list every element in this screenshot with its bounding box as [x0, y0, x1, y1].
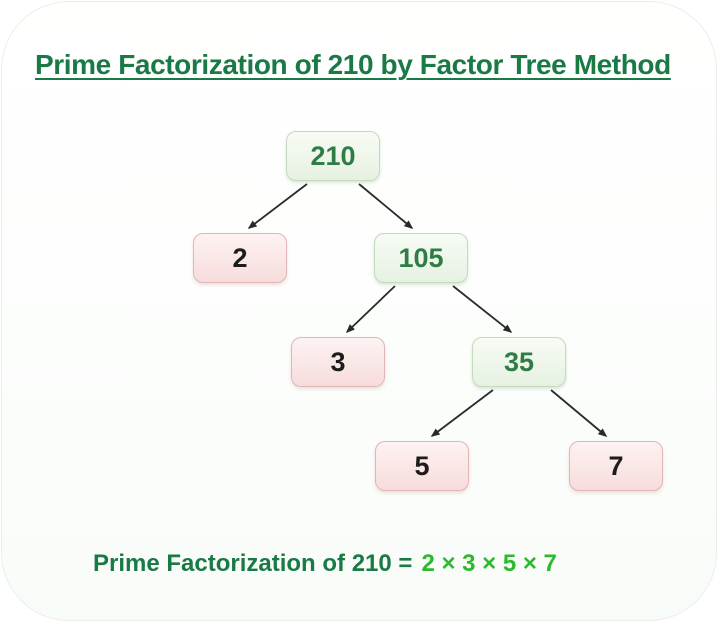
tree-node-210: 210: [286, 131, 380, 181]
edge-35-7: [550, 389, 608, 437]
result-prefix: Prime Factorization of 210 =: [93, 550, 413, 577]
tree-node-3: 3: [291, 337, 385, 387]
edge-210-105: [358, 183, 414, 229]
tree-node-35: 35: [472, 337, 566, 387]
result-formula: Prime Factorization of 210 = 2 × 3 × 5 ×…: [93, 550, 557, 578]
tree-node-2: 2: [193, 233, 287, 283]
tree-node-105: 105: [374, 233, 468, 283]
edge-210-2: [247, 183, 308, 229]
edge-105-35: [452, 285, 513, 333]
edge-105-3: [345, 285, 396, 334]
tree-node-7: 7: [569, 441, 663, 491]
result-factors: 2 × 3 × 5 × 7: [421, 550, 557, 577]
page-title: Prime Factorization of 210 by Factor Tre…: [35, 49, 671, 80]
edge-35-5: [430, 389, 494, 437]
tree-node-5: 5: [375, 441, 469, 491]
